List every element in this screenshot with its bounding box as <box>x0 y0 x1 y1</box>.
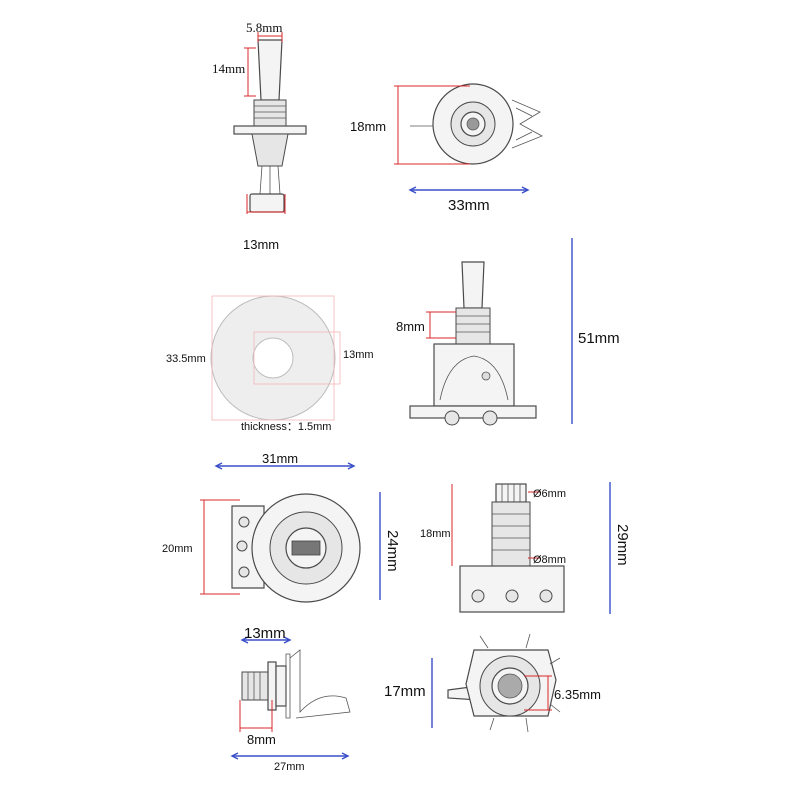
toggle-front-view: 8mm 51mm <box>396 238 620 426</box>
toggle-plate-drawing <box>233 125 307 135</box>
label-shaft-length: 18mm <box>420 528 451 540</box>
switch-frame-drawing <box>433 343 515 407</box>
label-pot-left-height: 20mm <box>162 543 193 555</box>
jack-barrel-drawing <box>241 671 269 701</box>
jack-spring-drawing <box>289 649 351 719</box>
pot-side-view: Ø6mm Ø8mm 18mm 29mm <box>420 482 631 614</box>
label-shaft-diameter: Ø6mm <box>533 488 566 500</box>
label-jack-bushing: 8mm <box>247 732 276 747</box>
pot-shaft-drawing <box>495 483 527 503</box>
label-jack-length: 27mm <box>274 761 305 773</box>
toggle-tip-drawing <box>257 39 283 101</box>
label-jack-top: 13mm <box>244 625 286 642</box>
label-cup-width: 33mm <box>448 197 490 214</box>
label-jack-hole: 6.35mm <box>554 687 601 702</box>
label-pot-total-height: 29mm <box>614 524 631 566</box>
label-bushing: 8mm <box>396 319 425 334</box>
label-jack-height: 17mm <box>384 683 426 700</box>
toggle-bushing-drawing <box>253 99 287 127</box>
toggle-foot-drawing <box>249 193 285 213</box>
switch-base-drawing <box>409 405 537 419</box>
label-tip-width: 5.8mm <box>246 20 282 35</box>
label-switch-height: 51mm <box>578 330 620 347</box>
toggle-side-view: 5.8mm 14mm 13mm <box>212 20 307 252</box>
jack-cup-view: 18mm 33mm <box>350 83 543 214</box>
pot-back-view: 31mm 20mm 24mm <box>162 451 401 603</box>
jack-cup-lugs <box>511 99 543 149</box>
label-cup-height: 18mm <box>350 119 386 134</box>
switch-bushing-drawing <box>455 307 491 345</box>
label-pot-right-height: 24mm <box>384 530 401 572</box>
switch-tip-drawing <box>461 261 485 309</box>
washer-hole <box>252 337 294 379</box>
pot-bushing-drawing <box>491 501 531 567</box>
jack-front-view: 6.35mm 17mm <box>384 633 601 733</box>
output-jack-view: 13mm 8mm 27mm <box>230 625 351 773</box>
label-foot-width: 13mm <box>243 237 279 252</box>
pot-case-drawing <box>459 565 565 613</box>
label-washer-thickness: thickness：1.5mm <box>241 421 331 433</box>
washer-view: 33.5mm 13mm thickness：1.5mm <box>166 295 374 433</box>
toggle-body-drawing <box>251 133 289 167</box>
label-washer-outer: 33.5mm <box>166 353 206 365</box>
label-pot-width: 31mm <box>262 451 298 466</box>
label-tip-height: 14mm <box>212 61 245 76</box>
label-bushing-diameter: Ø8mm <box>533 554 566 566</box>
label-washer-inner: 13mm <box>343 349 374 361</box>
